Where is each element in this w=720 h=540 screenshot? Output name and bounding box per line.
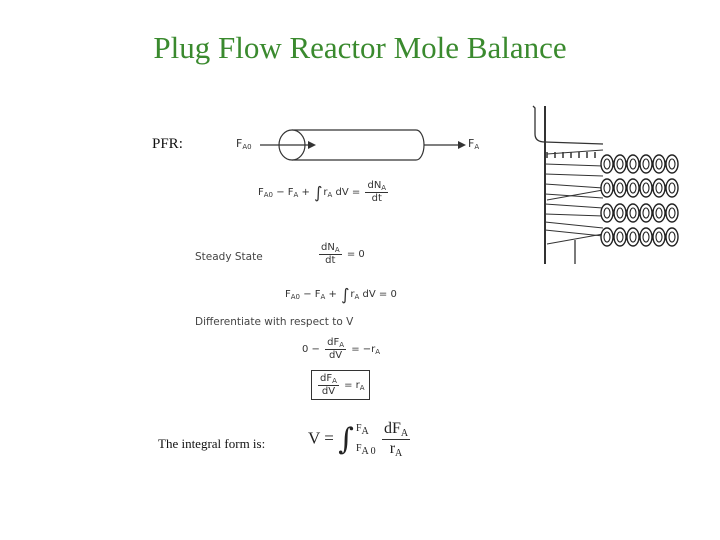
slide-title: Plug Flow Reactor Mole Balance <box>153 30 567 65</box>
steady-state-balance: FA0 − FA + ∫rA dV = 0 <box>285 285 397 304</box>
outlet-flow-label: FA <box>468 137 480 151</box>
inlet-arrow <box>260 141 316 149</box>
integral-form-label: The integral form is: <box>158 436 266 451</box>
pfr-tube-diagram <box>260 129 466 161</box>
steady-state-label: Steady State <box>195 251 263 263</box>
pfr-label: PFR: <box>152 136 183 152</box>
differentiate-label: Differentiate with respect to V <box>195 316 354 328</box>
reactor-coil-illustration <box>532 105 679 264</box>
inlet-flow-label: FA0 <box>236 137 252 151</box>
outlet-arrow <box>424 141 466 149</box>
